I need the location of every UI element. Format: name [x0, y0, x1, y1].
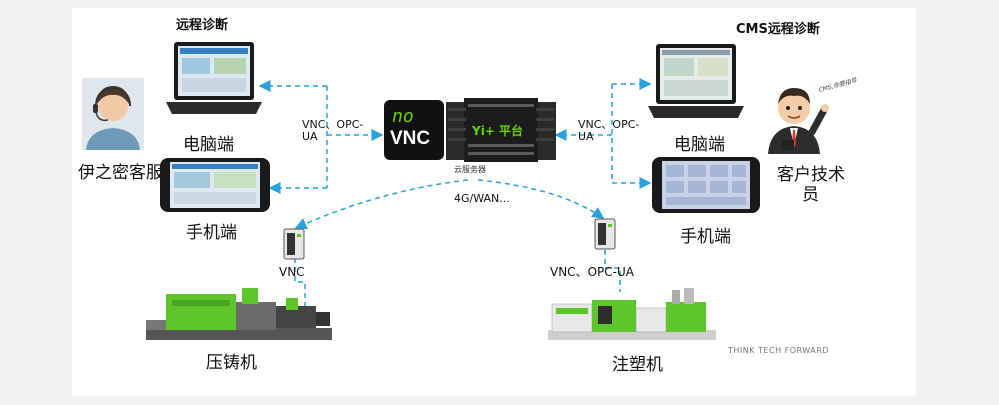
left-title: 远程诊断 [176, 18, 229, 33]
left-machine-drop [294, 258, 306, 310]
left-cloud-arc [294, 179, 469, 230]
customer-tech-label-1: 客户技术 [777, 165, 845, 185]
customer-tech-label-2: 员 [802, 185, 819, 205]
cloud-server-icon [446, 98, 556, 162]
right-link-label-2: UA [578, 130, 594, 143]
novnc-logo-top: no [392, 106, 414, 127]
right-cloud-arc [477, 179, 605, 219]
injection-molding-machine-icon [548, 288, 716, 340]
right-gateway-label: VNC、OPC-UA [550, 265, 634, 279]
novnc-logo-bottom: VNC [390, 128, 431, 149]
left-laptop-icon [166, 42, 262, 114]
tagline: THINK TECH FORWARD [728, 346, 829, 355]
network-label: 4G/WAN... [454, 192, 510, 205]
left-link-label-1: VNC、OPC- [302, 118, 364, 131]
left-phone-icon [160, 158, 270, 212]
left-link-label-2: UA [302, 130, 318, 143]
right-link-label-1: VNC、OPC- [578, 118, 640, 131]
left-gateway-label: VNC [279, 265, 305, 279]
novnc-logo: no VNC [384, 100, 444, 160]
businessman-icon [768, 88, 829, 154]
support-agent-icon [82, 78, 144, 150]
die-casting-machine-icon [146, 288, 332, 340]
left-gateway-icon [283, 228, 305, 260]
injection-molding-label: 注塑机 [612, 355, 663, 375]
right-gateway-icon [594, 218, 616, 250]
platform-label: Yi+ 平台 [472, 124, 524, 138]
right-laptop-icon [648, 44, 744, 118]
right-phone-icon [652, 157, 760, 213]
right-phone-label: 手机端 [680, 227, 731, 247]
right-title: CMS远程诊断 [736, 22, 820, 37]
left-pc-label: 电脑端 [183, 135, 234, 155]
left-phone-label: 手机端 [186, 223, 237, 243]
die-casting-label: 压铸机 [206, 353, 257, 373]
right-machine-drop [604, 250, 621, 292]
support-agent-label: 伊之密客服 [78, 163, 163, 183]
right-pc-label: 电脑端 [674, 135, 725, 155]
cloud-server-label: 云服务器 [454, 165, 486, 174]
